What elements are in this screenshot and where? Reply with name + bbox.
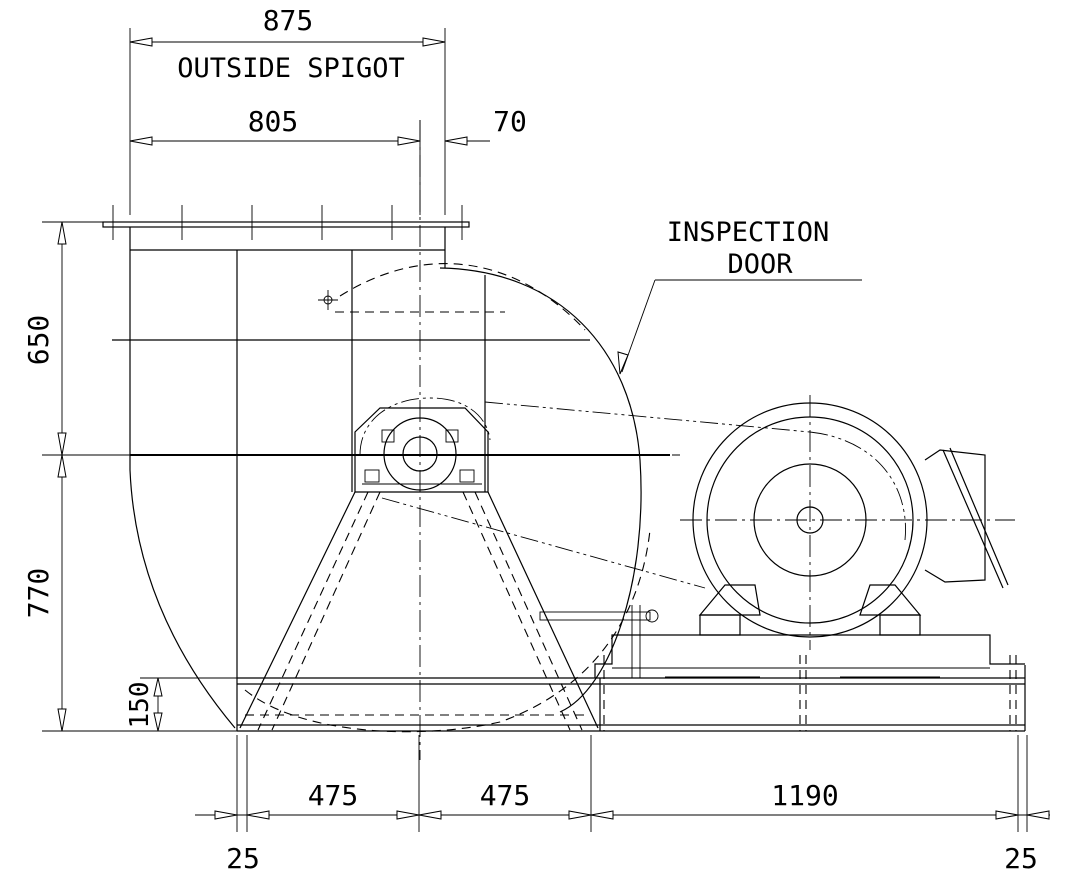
dim-25-right: 25 xyxy=(1004,842,1038,875)
top-dimensions: 875 OUTSIDE SPIGOT 805 70 xyxy=(129,4,527,215)
dim-475-right: 475 xyxy=(480,779,531,812)
dim-770: 770 xyxy=(22,568,55,619)
base-frame xyxy=(237,605,1026,732)
dim-475-left: 475 xyxy=(308,779,359,812)
belt-drive xyxy=(359,397,906,589)
inspection-label-line2: DOOR xyxy=(727,249,793,280)
dim-1190: 1190 xyxy=(771,779,838,812)
dim-70: 70 xyxy=(493,105,527,138)
dim-150: 150 xyxy=(125,682,155,729)
bottom-dimensions: 475 475 1190 25 25 xyxy=(195,735,1050,875)
dim-650: 650 xyxy=(22,315,55,366)
dim-875: 875 xyxy=(263,4,314,37)
dim-805: 805 xyxy=(248,105,299,138)
left-dimensions: 650 770 150 xyxy=(22,221,240,732)
inspection-door-callout: INSPECTION DOOR xyxy=(617,217,862,375)
inspection-label-line1: INSPECTION xyxy=(667,217,830,248)
bearing-pedestal xyxy=(239,407,599,731)
center-lines xyxy=(42,120,1015,760)
outside-spigot-label: OUTSIDE SPIGOT xyxy=(177,53,405,84)
dim-25-left: 25 xyxy=(226,842,260,875)
